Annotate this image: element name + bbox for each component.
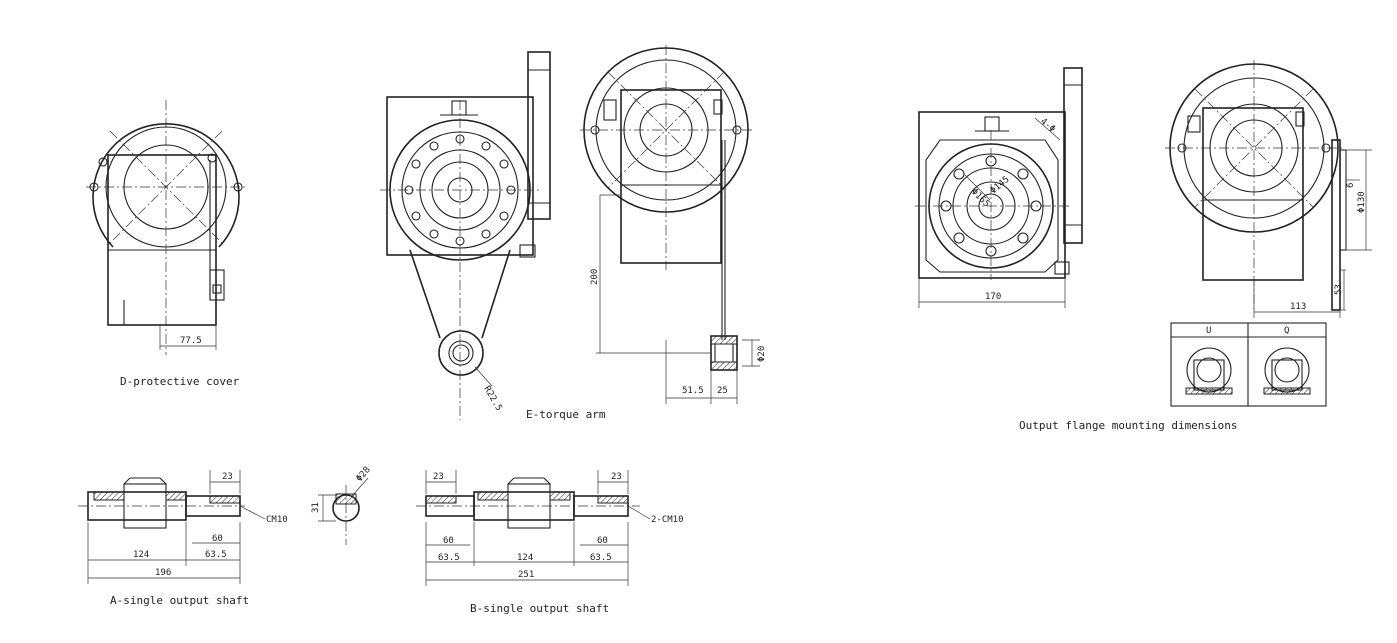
dim-r22-5: R22.5 <box>481 385 503 413</box>
dim-b-63-5-right: 63.5 <box>590 553 612 563</box>
double-output-shaft-drawing: 23 23 2-CM10 60 60 63.5 124 63.5 251 B-s… <box>416 470 684 615</box>
dim-113: 113 <box>1290 302 1306 312</box>
dim-phi20: Φ20 <box>757 346 767 362</box>
table-header-u: U <box>1206 326 1211 336</box>
dim-pcd2: Φ145 <box>989 175 1012 197</box>
dim-6: 6 <box>1346 183 1356 188</box>
key-section-drawing: 31 Φ28 <box>311 465 373 545</box>
dim-phi130: Φ130 <box>1357 191 1367 213</box>
dim-b-124: 124 <box>517 553 533 563</box>
dim-b-23-left: 23 <box>433 472 444 482</box>
dim-a-196: 196 <box>155 568 171 578</box>
caption-double-shaft: B-single output shaft <box>470 602 609 615</box>
dim-51-5: 51.5 <box>682 386 704 396</box>
dim-a-124: 124 <box>133 550 149 560</box>
dim-53: 53 <box>1334 284 1344 295</box>
single-output-shaft-drawing: 23 CM10 60 124 63.5 196 A-single output … <box>78 470 288 607</box>
dim-b-60-right: 60 <box>597 536 608 546</box>
caption-protective-cover: D-protective cover <box>120 375 240 388</box>
dim-4-phi: 4-Φ <box>1038 117 1057 135</box>
dim-a-63-5: 63.5 <box>205 550 227 560</box>
dim-a-23: 23 <box>222 472 233 482</box>
dim-200: 200 <box>590 269 600 285</box>
caption-torque-arm: E-torque arm <box>526 408 606 421</box>
mounting-thumbnail-q <box>1263 347 1311 395</box>
dim-b-60-left: 60 <box>443 536 454 546</box>
dim-170: 170 <box>985 292 1001 302</box>
dim-b-cm10: 2-CM10 <box>651 515 684 525</box>
dim-b-251: 251 <box>518 570 534 580</box>
table-header-q: Q <box>1284 326 1289 336</box>
protective-cover-drawing: 77.5 D-protective cover <box>86 100 247 388</box>
dim-a-60: 60 <box>212 534 223 544</box>
mounting-position-table: U Q <box>1170 322 1327 407</box>
caption-single-shaft: A-single output shaft <box>110 594 249 607</box>
mounting-thumbnail-u <box>1185 347 1233 395</box>
dim-25: 25 <box>717 386 728 396</box>
dim-a-cm10: CM10 <box>266 515 288 525</box>
torque-arm-front-drawing: R22.5 E-torque arm <box>380 51 606 421</box>
caption-flange: Output flange mounting dimensions <box>1019 419 1238 432</box>
flange-side-drawing: 6 Φ130 53 113 <box>1165 60 1372 318</box>
dim-key-31: 31 <box>311 502 321 513</box>
dim-b-63-5-left: 63.5 <box>438 553 460 563</box>
torque-arm-side-drawing: 200 Φ20 51.5 25 <box>580 45 767 404</box>
dim-b-23-right: 23 <box>611 472 622 482</box>
dim-key-phi28: Φ28 <box>355 465 373 484</box>
dim-77-5: 77.5 <box>180 336 202 346</box>
